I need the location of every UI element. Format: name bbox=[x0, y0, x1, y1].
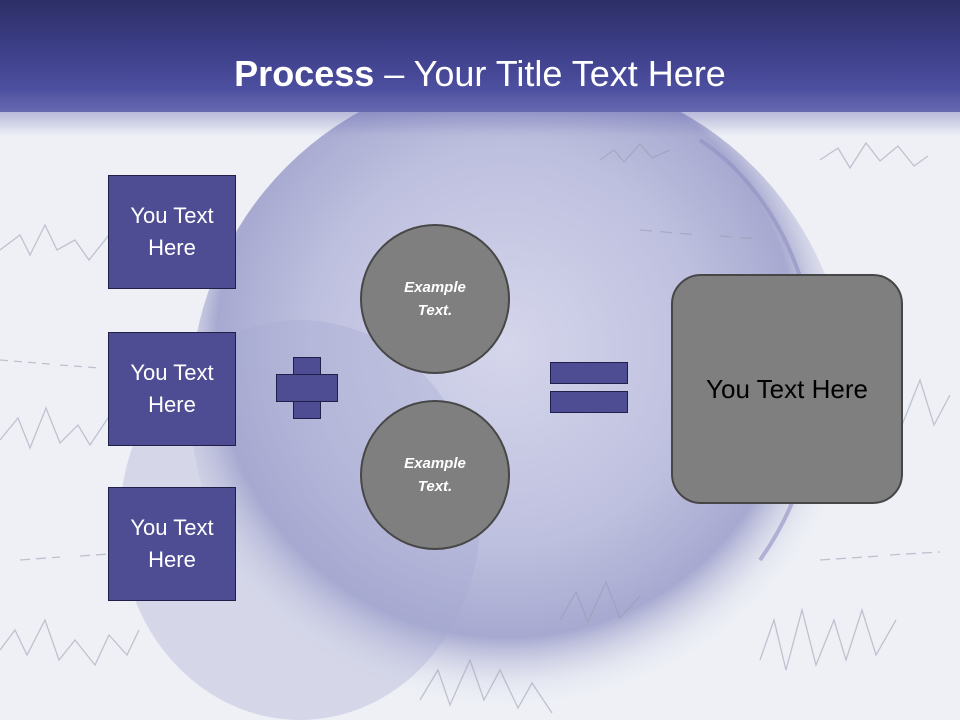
plus-icon-center bbox=[294, 375, 320, 401]
text-box-3[interactable]: You Text Here bbox=[108, 487, 236, 601]
equals-icon-top-bar bbox=[550, 362, 628, 384]
title-bar-fade bbox=[0, 100, 960, 136]
example-circle-2[interactable]: Example Text. bbox=[360, 400, 510, 550]
example-circle-1[interactable]: Example Text. bbox=[360, 224, 510, 374]
text-box-2[interactable]: You Text Here bbox=[108, 332, 236, 446]
text-box-1[interactable]: You Text Here bbox=[108, 175, 236, 289]
slide-title-rest: – Your Title Text Here bbox=[374, 53, 726, 94]
result-box[interactable]: You Text Here bbox=[671, 274, 903, 504]
example-circle-2-label: Example Text. bbox=[404, 455, 466, 495]
title-bar bbox=[0, 0, 960, 112]
slide-title: Process – Your Title Text Here bbox=[0, 52, 960, 96]
example-circle-1-label: Example Text. bbox=[404, 279, 466, 319]
equals-icon-bottom-bar bbox=[550, 391, 628, 413]
slide-title-bold: Process bbox=[234, 53, 375, 94]
